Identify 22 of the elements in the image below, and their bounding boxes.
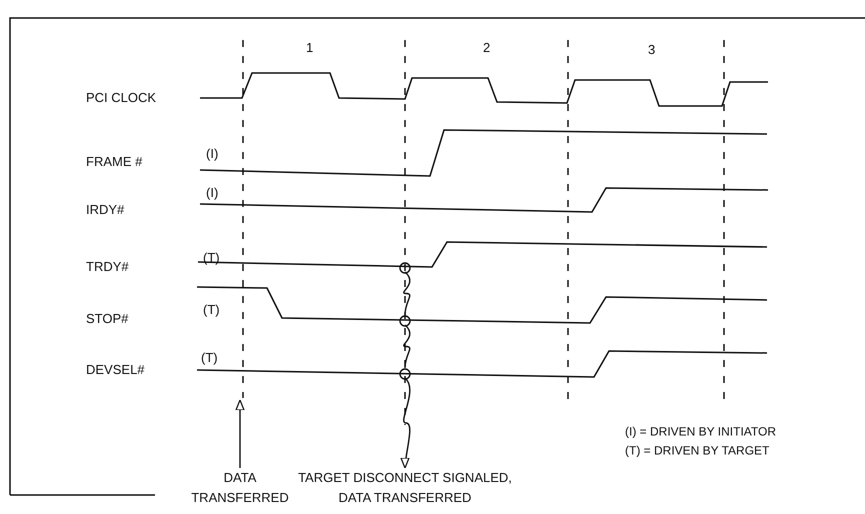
driver-marker: (I) bbox=[206, 186, 218, 200]
cycle-number: 3 bbox=[648, 42, 656, 58]
signal-name: TRDY# bbox=[86, 260, 129, 274]
wavy-connector bbox=[403, 272, 410, 316]
wavy-connector bbox=[400, 378, 410, 469]
driver-marker: (T) bbox=[203, 302, 220, 318]
legend-text: (T) = DRIVEN BY TARGET bbox=[625, 444, 770, 458]
driver-marker: (I) bbox=[206, 146, 218, 162]
annotation-text: DATA TRANSFERRED bbox=[190, 469, 290, 508]
signal-name: STOP# bbox=[86, 312, 128, 326]
signal-name: FRAME # bbox=[86, 154, 142, 170]
arrow bbox=[235, 399, 245, 468]
annotation-text: TARGET DISCONNECT SIGNALED, DATA TRANSFERRED bbox=[297, 469, 513, 508]
driver-marker: (T) bbox=[203, 250, 220, 266]
cycle-number: 1 bbox=[306, 40, 314, 56]
signal-name: IRDY# bbox=[86, 202, 124, 218]
wavy-connector bbox=[403, 324, 410, 368]
legend-text: (I) = DRIVEN BY INITIATOR bbox=[625, 425, 776, 439]
signal-name: PCI CLOCK bbox=[86, 90, 156, 106]
signal-name: DEVSEL# bbox=[86, 362, 145, 378]
driver-marker: (T) bbox=[201, 350, 218, 366]
cycle-number: 2 bbox=[483, 40, 490, 56]
